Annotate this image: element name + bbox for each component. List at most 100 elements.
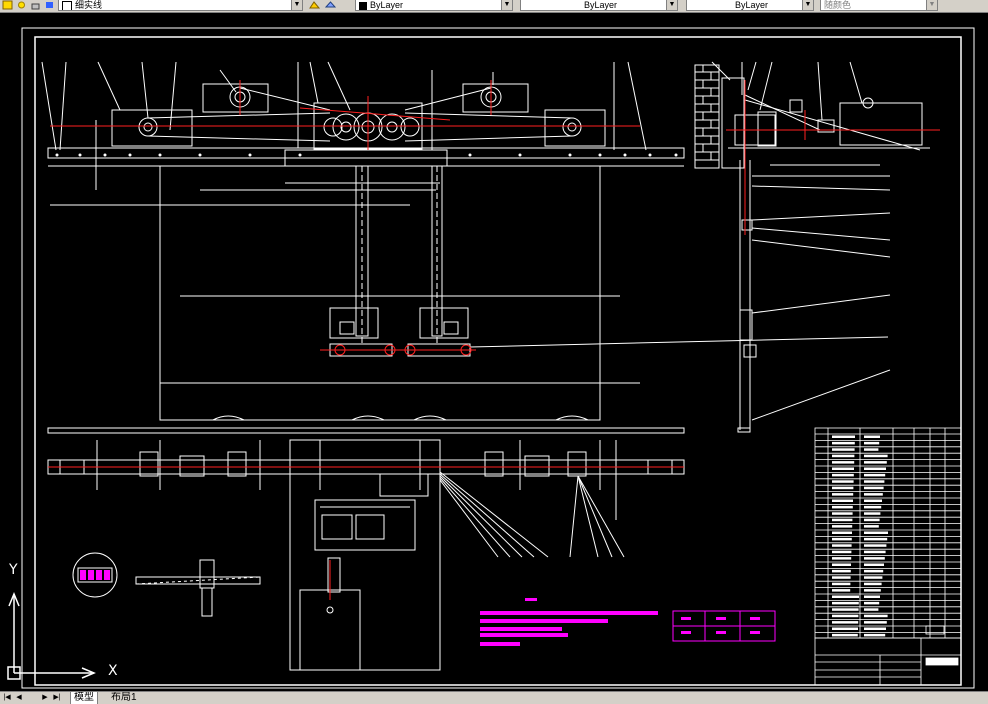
previous-tab-icon[interactable]: ◀	[16, 694, 22, 701]
chevron-down-icon[interactable]: ▼	[666, 0, 677, 10]
parts-list-cell-text	[864, 633, 886, 637]
layer-color-swatch	[62, 0, 72, 10]
parts-list-cell-text	[864, 557, 885, 560]
tab-model[interactable]: 模型	[70, 692, 98, 704]
detail-view-a-highlight	[80, 570, 110, 580]
parts-list-cell-text	[864, 595, 880, 598]
parts-list-cell-text	[864, 550, 886, 554]
parts-list-cell-text	[832, 544, 852, 547]
parts-list-cell-text	[832, 493, 854, 496]
parts-list-cell-text	[832, 473, 854, 477]
chevron-down-icon[interactable]: ▼	[926, 0, 937, 10]
lock-icon[interactable]	[30, 0, 41, 10]
chevron-down-icon[interactable]: ▼	[802, 0, 813, 10]
layer-previous-icon[interactable]	[325, 0, 336, 10]
parts-list-cell-text	[832, 595, 859, 598]
parts-list-cell-text	[832, 480, 854, 483]
parts-list-cell-text	[832, 627, 858, 630]
make-layer-current-icon[interactable]	[309, 0, 320, 10]
linetype-combo[interactable]: ByLayer ▼	[520, 0, 678, 11]
title-block	[814, 625, 962, 686]
parts-list-cell-text	[864, 461, 887, 464]
chevron-down-icon[interactable]: ▼	[291, 0, 302, 10]
parts-list-cell-text	[864, 441, 880, 445]
parts-list-cell-text	[864, 454, 888, 458]
side-view	[694, 61, 930, 433]
parts-list-cell-text	[864, 448, 879, 451]
last-tab-icon[interactable]: ▶|	[53, 694, 61, 701]
parts-list-cell-text	[864, 473, 886, 477]
ucs-y-label: Y	[9, 562, 18, 578]
linetype-combo-value: ByLayer	[583, 0, 618, 10]
parts-list-cell-text	[832, 467, 854, 470]
parts-list-cell-text	[832, 518, 853, 522]
parts-list-cell-text	[832, 454, 855, 458]
parts-list-cell-text	[864, 467, 886, 470]
parts-list-cell-text	[832, 512, 853, 515]
parts-list-cell-text	[864, 480, 885, 483]
parts-list-cell-text	[832, 448, 855, 451]
detail-view-a	[72, 552, 118, 598]
parts-list-cell-text	[864, 486, 884, 490]
color-swatch	[359, 1, 367, 10]
parts-list-cell-text	[864, 627, 886, 630]
color-combo[interactable]: ByLayer ▼	[355, 0, 513, 11]
lineweight-combo-value: ByLayer	[734, 0, 769, 10]
parts-list-cell-text	[864, 569, 884, 573]
parts-list-cell-text	[864, 563, 884, 566]
parts-list-cell-text	[864, 525, 879, 528]
first-tab-icon[interactable]: |◀	[3, 694, 11, 701]
sun-icon[interactable]	[16, 0, 27, 10]
drawing-inner-frame	[34, 36, 962, 686]
drawing-canvas[interactable]	[0, 12, 988, 691]
parts-list-cell-text	[832, 563, 851, 566]
parts-list-cell-text	[864, 537, 888, 541]
parts-list-cell-text	[864, 601, 880, 605]
parts-list-cell-text	[864, 505, 882, 509]
parts-list-cell-text	[832, 525, 853, 528]
tab-layout1[interactable]: 布局1	[111, 692, 137, 703]
parts-list-cell-text	[832, 608, 859, 611]
parts-list-cell-text	[832, 550, 852, 554]
parts-list-cell-text	[832, 582, 851, 586]
color-combo-value: ByLayer	[370, 0, 404, 10]
parts-list-cell-text	[832, 557, 852, 560]
parts-list-cell-text	[864, 608, 879, 611]
next-tab-icon[interactable]: ▶	[42, 694, 48, 701]
layer-combo[interactable]: 细实线 ▼	[58, 0, 303, 11]
parts-list-cell-text	[864, 435, 880, 438]
parts-list-cell-text	[864, 621, 887, 624]
parts-list-cell-text	[832, 589, 851, 592]
parts-list-cell-text	[832, 505, 853, 509]
parts-list-cell-text	[864, 493, 883, 496]
parts-list-cell-text	[864, 614, 888, 618]
parts-list-cell-text	[832, 537, 852, 541]
detail-view-b	[135, 559, 261, 617]
parts-list-cell-text	[864, 531, 888, 534]
plan-view	[47, 427, 685, 671]
layer-print-icon[interactable]	[44, 0, 55, 10]
parts-list-cell-text	[832, 461, 855, 464]
plan-view-centerline	[48, 466, 684, 600]
plotstyle-combo[interactable]: 随颜色 ▼	[820, 0, 938, 11]
parts-list-cell-text	[832, 435, 855, 438]
parts-list-cell-text	[864, 518, 880, 522]
parts-list-cell-text	[832, 576, 851, 579]
parts-list-cell-text	[832, 441, 855, 445]
layer-state-icon[interactable]	[2, 0, 13, 10]
chevron-down-icon[interactable]: ▼	[501, 0, 512, 10]
side-view-centerlines	[726, 80, 940, 235]
parts-list-cell-text	[864, 589, 881, 592]
layout-tabs: |◀ ◀ ▶ ▶| 模型 布局1	[0, 691, 988, 704]
lineweight-combo[interactable]: ByLayer ▼	[686, 0, 814, 11]
plotstyle-combo-value: 随颜色	[824, 0, 852, 10]
parts-list-cell-text	[864, 512, 881, 515]
ucs-x-label: X	[108, 663, 118, 679]
parts-list-cell-text	[832, 601, 859, 605]
parts-list-cell-text	[832, 633, 858, 637]
ucs-icon	[7, 592, 96, 680]
drawing-border	[21, 27, 975, 689]
parts-list-cell-text	[832, 614, 859, 618]
parts-list-cell-text	[832, 531, 852, 534]
parts-list	[814, 427, 962, 639]
